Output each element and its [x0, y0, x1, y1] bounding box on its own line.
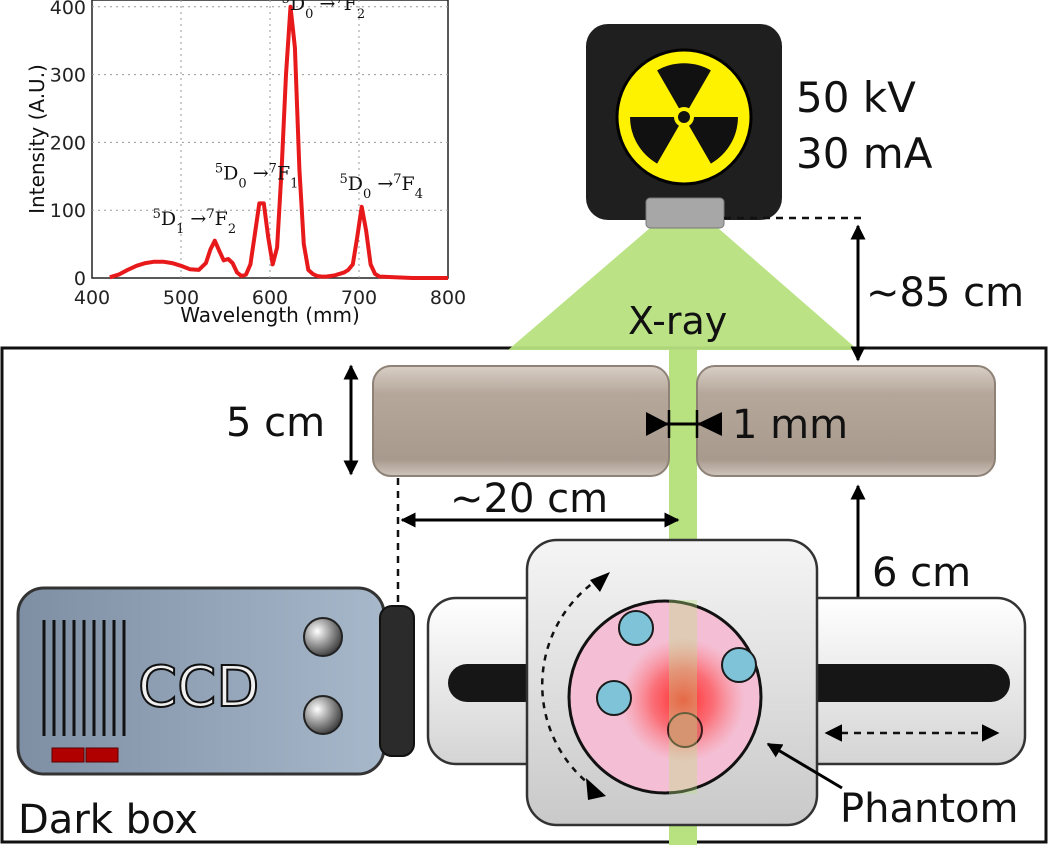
y-tick-label: 300	[50, 65, 86, 87]
y-tick-label: 100	[50, 200, 86, 222]
radiation-icon	[615, 48, 753, 186]
xray-tube-window	[645, 197, 725, 229]
source-distance-label: ~85 cm	[866, 270, 1024, 316]
xray-beam-cone	[508, 228, 858, 350]
y-tick-labels: 0 100 200 300 400	[50, 0, 86, 290]
phantom-label: Phantom	[840, 786, 1018, 832]
transition-annotation: 5D0 →7F1	[215, 161, 299, 191]
transition-annotation: 5D0 →7F4	[339, 171, 423, 201]
transition-annotation: 5D0 →7F2	[282, 0, 366, 22]
x-tick-labels: 400 500 600 700 800	[74, 287, 466, 309]
x-axis-label: Wavelength (mm)	[180, 303, 360, 327]
phantom-inclusion-4	[667, 712, 703, 748]
camera-offset-label: ~20 cm	[450, 476, 608, 522]
x-tick-label: 800	[430, 287, 466, 309]
beam-through-phantom	[669, 600, 697, 794]
gap-width-label: 1 mm	[732, 402, 848, 448]
camera-label: CCD	[138, 655, 259, 720]
rotation-arrowhead-bottom	[586, 778, 606, 800]
transition-annotations: 5D1 →7F2 5D0 →7F1 5D0 →7F2 5D0 →7F4	[153, 0, 423, 237]
y-tick-label: 400	[50, 0, 86, 19]
beam-label: X-ray	[628, 299, 727, 343]
y-tick-label: 200	[50, 132, 86, 154]
chart-gridlines	[92, 0, 448, 278]
spectrum-line	[109, 4, 448, 280]
gap-arrowhead-left	[646, 412, 669, 436]
camera-indicator-left	[51, 747, 85, 763]
phantom-inclusion-1	[618, 610, 654, 646]
xray-source	[586, 24, 782, 229]
dark-box-label: Dark box	[18, 797, 198, 843]
collimator-thickness-label: 5 cm	[226, 400, 325, 446]
gap-arrowhead-right	[697, 412, 722, 436]
stage-height-label: 6 cm	[872, 550, 971, 596]
phantom-inclusion-2	[721, 647, 757, 683]
x-tick-label: 700	[341, 287, 377, 309]
phantom-pointer	[766, 742, 843, 790]
camera-knob-bottom	[303, 695, 343, 735]
phantom-inclusion-3	[596, 680, 632, 716]
y-axis-label: Intensity (A.U.)	[25, 64, 49, 214]
rotation-arrow	[541, 576, 601, 792]
x-tick-label: 600	[252, 287, 288, 309]
camera-vent-icon	[42, 620, 126, 736]
camera-lens	[379, 605, 415, 757]
collimator-block-left	[372, 365, 670, 477]
camera-indicator-right	[85, 747, 119, 763]
emission-spectrum-chart: 400 500 600 700 800 0 100 200 300 400 Wavelength…	[25, 0, 466, 327]
current-label: 30 mA	[796, 129, 933, 178]
x-tick-label: 400	[74, 287, 110, 309]
transition-annotation: 5D1 →7F2	[153, 207, 237, 237]
rotation-arrowhead-top	[590, 572, 610, 592]
luminescence-glow	[621, 638, 745, 762]
camera-knob-top	[303, 617, 343, 657]
ccd-camera	[16, 586, 415, 776]
y-tick-label: 0	[74, 268, 86, 290]
x-tick-label: 500	[163, 287, 199, 309]
phantom	[567, 599, 763, 795]
voltage-label: 50 kV	[796, 73, 916, 122]
